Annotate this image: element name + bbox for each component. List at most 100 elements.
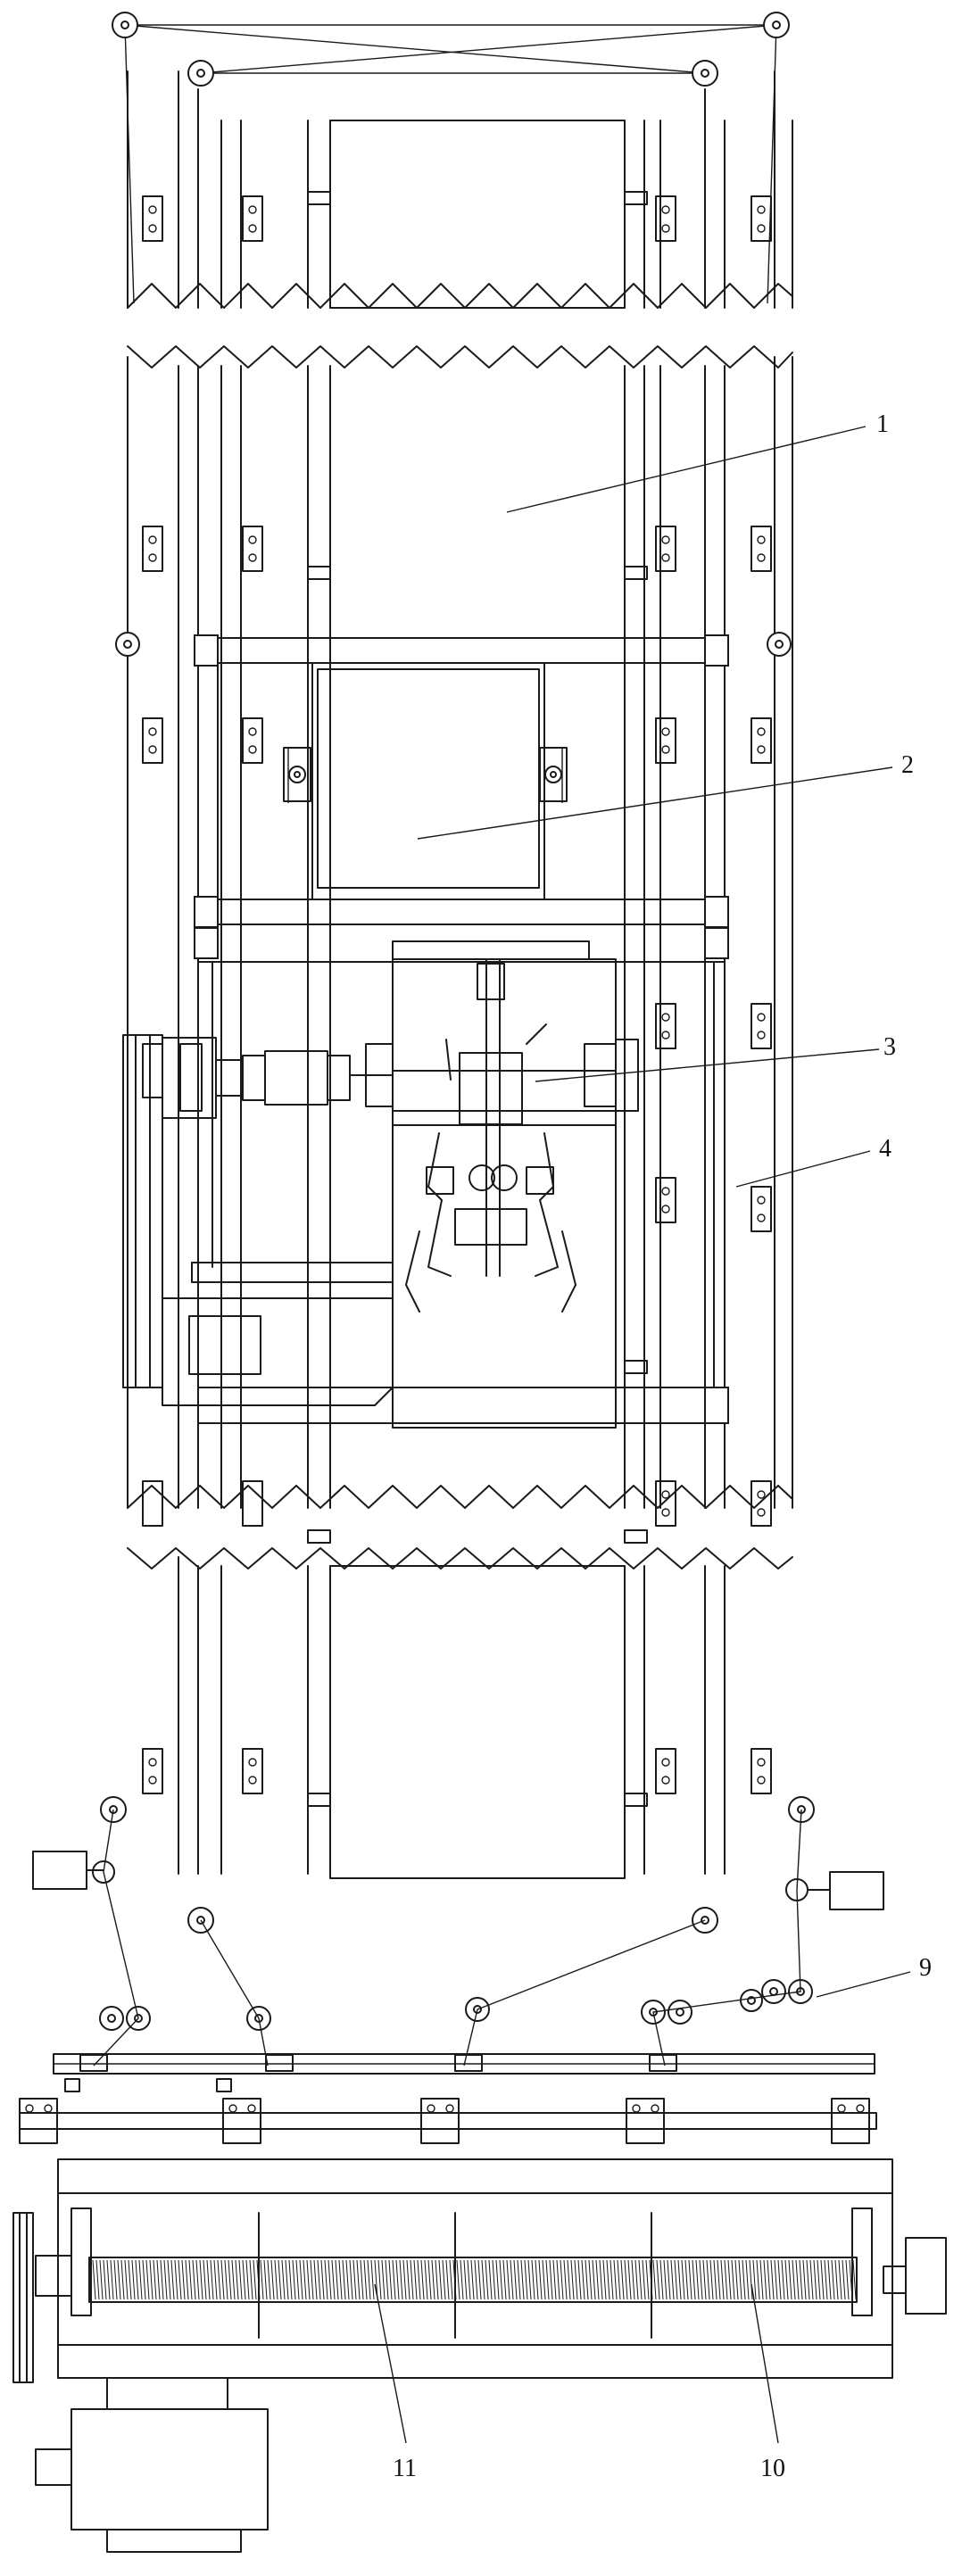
winding-stroke (603, 2260, 606, 2299)
winding-stroke (735, 2260, 738, 2299)
winding-stroke (100, 2260, 103, 2299)
winding-stroke (403, 2260, 406, 2299)
winding-stroke (792, 2260, 795, 2299)
winding-stroke (275, 2260, 278, 2299)
winding-stroke (785, 2260, 788, 2299)
winding-stroke (475, 2260, 477, 2299)
winding-stroke (732, 2260, 734, 2299)
winding-stroke (225, 2260, 228, 2299)
winding-stroke (493, 2260, 495, 2299)
winding-stroke (675, 2260, 677, 2299)
winding-stroke (414, 2260, 417, 2299)
winding-stroke (143, 2260, 145, 2299)
winding-stroke (439, 2260, 442, 2299)
winding-stroke (175, 2260, 178, 2299)
winding-stroke (307, 2260, 310, 2299)
winding-stroke (178, 2260, 181, 2299)
winding-stroke (600, 2260, 602, 2299)
winding-stroke (189, 2260, 192, 2299)
winding-stroke (239, 2260, 242, 2299)
winding-stroke (396, 2260, 399, 2299)
winding-stroke (821, 2260, 824, 2299)
winding-stroke (553, 2260, 556, 2299)
winding-stroke (525, 2260, 527, 2299)
winding-stroke (382, 2260, 385, 2299)
track-segment-middle (116, 346, 792, 1543)
winding-stroke (286, 2260, 288, 2299)
winding-stroke (782, 2260, 784, 2299)
winding-stroke (157, 2260, 160, 2299)
winding-stroke (421, 2260, 424, 2299)
winding-stroke (193, 2260, 195, 2299)
callout-2: 2 (901, 751, 914, 779)
winding-stroke (639, 2260, 642, 2299)
winding-stroke (132, 2260, 135, 2299)
winding-stroke (186, 2260, 188, 2299)
winding-stroke (378, 2260, 381, 2299)
winding-stroke (760, 2260, 763, 2299)
winding-stroke (643, 2260, 645, 2299)
winding-stroke (700, 2260, 702, 2299)
winding-stroke (485, 2260, 488, 2299)
winding-stroke (614, 2260, 617, 2299)
winding-stroke (510, 2260, 513, 2299)
winding-stroke (725, 2260, 727, 2299)
winding-stroke (250, 2260, 253, 2299)
winding-stroke (646, 2260, 649, 2299)
winding-stroke (728, 2260, 731, 2299)
winding-stroke (435, 2260, 438, 2299)
winding-stroke (696, 2260, 699, 2299)
winding-stroke (789, 2260, 792, 2299)
winding-stroke (610, 2260, 613, 2299)
winding-stroke (539, 2260, 542, 2299)
winding-stroke (739, 2260, 742, 2299)
winding-stroke (182, 2260, 185, 2299)
winding-stroke (457, 2260, 460, 2299)
winding-stroke (418, 2260, 420, 2299)
winding-stroke (550, 2260, 552, 2299)
winding-stroke (489, 2260, 492, 2299)
winding-stroke (478, 2260, 481, 2299)
winding-stroke (593, 2260, 595, 2299)
winding-stroke (460, 2260, 463, 2299)
winding-stroke (343, 2260, 345, 2299)
winding-stroke (796, 2260, 799, 2299)
winding-stroke (200, 2260, 203, 2299)
winding-stroke (571, 2260, 574, 2299)
winding-stroke (96, 2260, 99, 2299)
winding-stroke (332, 2260, 335, 2299)
winding-stroke (253, 2260, 256, 2299)
winding-stroke (568, 2260, 570, 2299)
winding-stroke (211, 2260, 213, 2299)
winding-stroke (171, 2260, 174, 2299)
winding-stroke (261, 2260, 263, 2299)
winding-stroke (771, 2260, 774, 2299)
winding-stroke (118, 2260, 120, 2299)
winding-stroke (775, 2260, 777, 2299)
winding-stroke (228, 2260, 231, 2299)
winding-stroke (721, 2260, 724, 2299)
winding-stroke (757, 2260, 759, 2299)
winding-stroke (386, 2260, 388, 2299)
winding-stroke (543, 2260, 545, 2299)
winding-stroke (450, 2260, 452, 2299)
winding-stroke (361, 2260, 363, 2299)
winding-stroke (236, 2260, 238, 2299)
winding-stroke (578, 2260, 581, 2299)
winding-stroke (803, 2260, 806, 2299)
winding-stroke (514, 2260, 517, 2299)
winding-stroke (621, 2260, 624, 2299)
winding-stroke (528, 2260, 531, 2299)
winding-stroke (129, 2260, 131, 2299)
winding-stroke (468, 2260, 470, 2299)
winding-stroke (328, 2260, 331, 2299)
winding-stroke (742, 2260, 745, 2299)
winding-stroke (311, 2260, 313, 2299)
winding-stroke (682, 2260, 684, 2299)
leader-lines (375, 427, 910, 2443)
winding-stroke (853, 2260, 856, 2299)
winding-stroke (625, 2260, 627, 2299)
winding-stroke (318, 2260, 320, 2299)
winding-stroke (164, 2260, 167, 2299)
winding-stroke (635, 2260, 638, 2299)
